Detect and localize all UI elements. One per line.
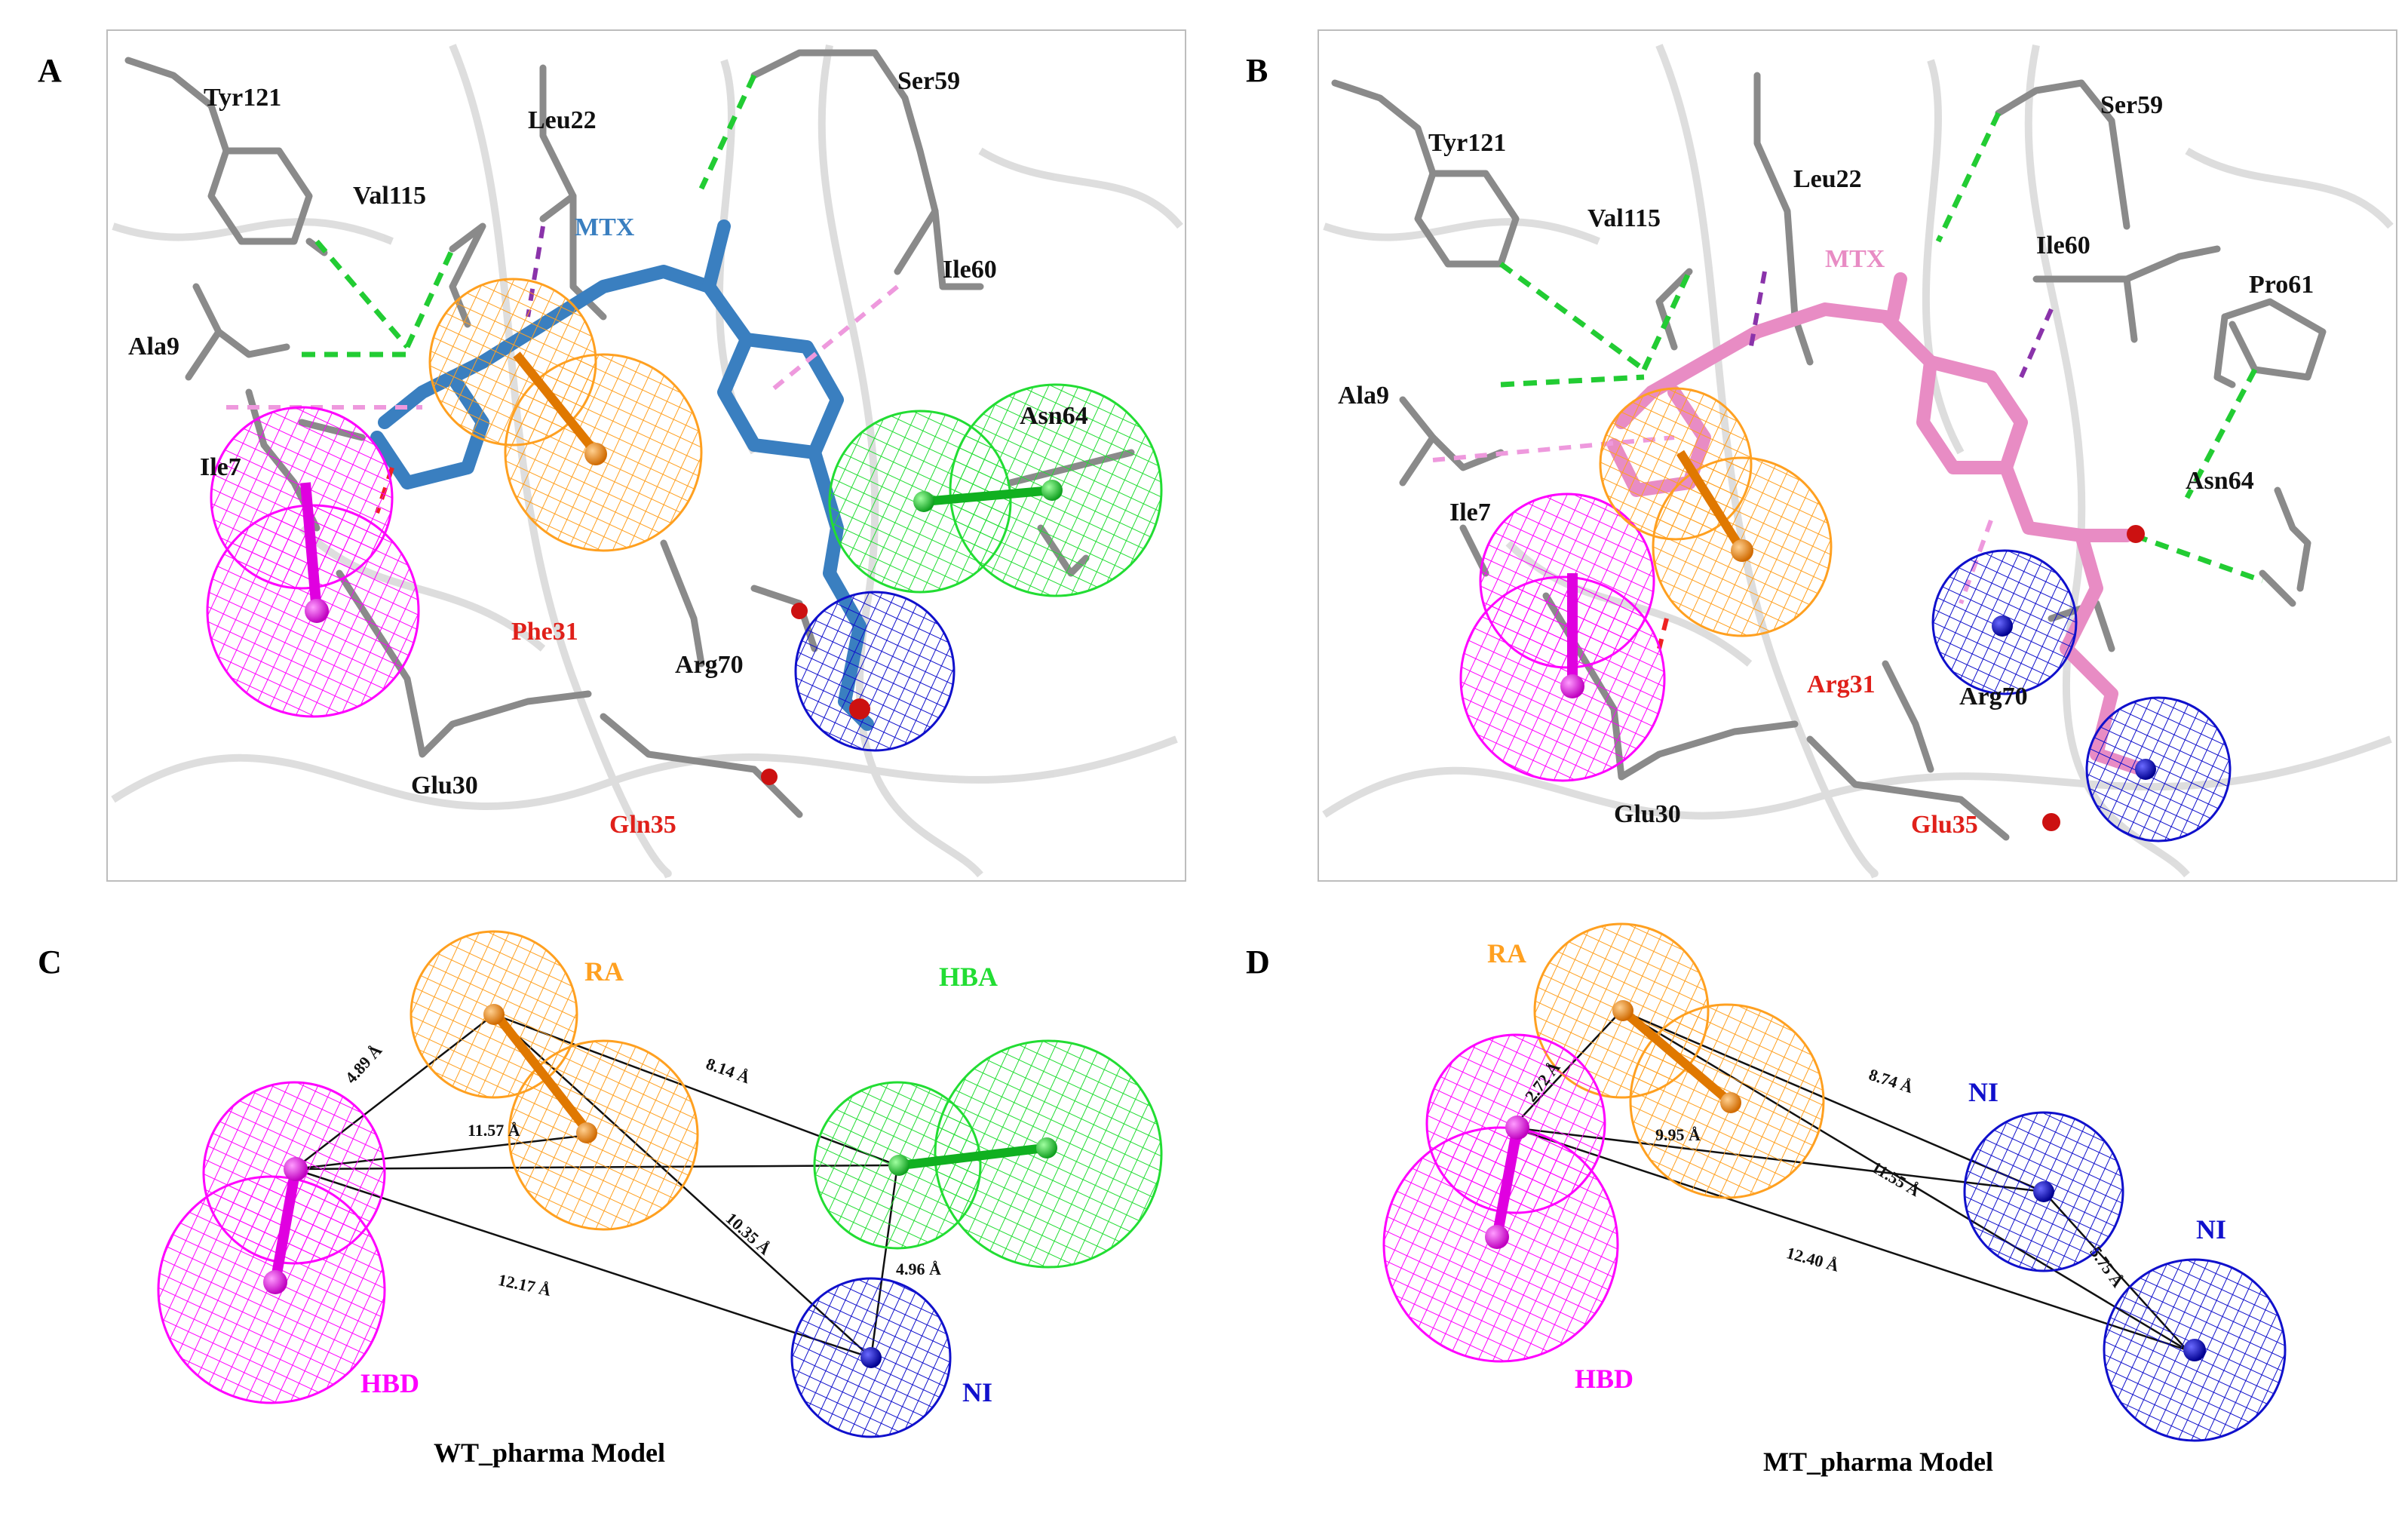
label-tyr121-a: Tyr121 (204, 84, 281, 112)
label-ser59-b: Ser59 (2100, 91, 2163, 119)
hbd-vector-d (1492, 1126, 1523, 1238)
distance-c-3: 11.57 Å (468, 1121, 520, 1140)
label-ile60-a: Ile60 (943, 256, 997, 284)
ni-sphere-b-2 (2085, 696, 2232, 842)
distance-c-4: 10.35 Å (722, 1208, 775, 1258)
hba-center-a-1 (913, 491, 934, 512)
feature-ni-d-2: NI (2196, 1214, 2226, 1244)
label-glu35-b: Glu35 (1911, 811, 1978, 839)
label-glu30-a: Glu30 (411, 772, 478, 799)
distance-c-5: 4.96 Å (896, 1260, 941, 1278)
distance-d-2: 8.74 Å (1867, 1065, 1916, 1097)
hbd-center-c-2 (263, 1270, 287, 1294)
hbd-center-c-1 (284, 1157, 308, 1181)
distance-c-1: 4.89 Å (342, 1041, 386, 1087)
ra-center-c-1 (483, 1004, 505, 1025)
label-ile60-b: Ile60 (2036, 232, 2091, 259)
distance-d-5: 12.40 Å (1784, 1243, 1841, 1275)
label-ligand-a: MTX (575, 213, 635, 241)
oxygen-atom-a-3 (761, 769, 778, 785)
ni-center-d-1 (2033, 1181, 2054, 1202)
hbd-center-b (1560, 674, 1584, 698)
ra-vector-a (513, 351, 600, 456)
panel-a: A (38, 29, 1186, 882)
hbd-center-d-1 (1505, 1116, 1529, 1140)
ni-center-b-1 (1992, 615, 2013, 637)
feature-hbd-d: HBD (1575, 1364, 1633, 1394)
ra-center-d-2 (1720, 1092, 1741, 1113)
label-arg70-a: Arg70 (675, 651, 744, 679)
label-leu22-a: Leu22 (528, 106, 597, 134)
panel-b-label: B (1246, 52, 1268, 89)
ra-vector-d (1620, 1007, 1734, 1106)
distance-d-3: 9.95 Å (1655, 1125, 1701, 1144)
label-ala9-a: Ala9 (128, 333, 179, 361)
label-ser59-a: Ser59 (897, 67, 960, 95)
label-phe31-a: Phe31 (511, 618, 578, 646)
hba-vector-a (923, 486, 1053, 506)
label-arg70-b: Arg70 (1959, 683, 2028, 710)
label-glu30-b: Glu30 (1614, 800, 1681, 828)
label-ile7-a: Ile7 (200, 453, 241, 481)
model-title-d: MT_pharma Model (1763, 1447, 1993, 1477)
hba-center-c-1 (888, 1155, 910, 1176)
hbonds-a (302, 74, 757, 358)
distance-d-6: 5.75 Å (2086, 1243, 2127, 1290)
oxygen-atom-a-2 (791, 603, 808, 619)
label-asn64-a: Asn64 (1020, 402, 1088, 430)
distance-d-4: 11.55 Å (1869, 1158, 1924, 1201)
feature-hba-c: HBA (939, 962, 998, 992)
label-gln35-a: Gln35 (609, 811, 676, 839)
label-ala9-b: Ala9 (1338, 382, 1389, 410)
ra-center-a (584, 443, 607, 465)
panel-d-label: D (1246, 944, 1270, 981)
label-leu22-b: Leu22 (1793, 165, 1862, 193)
label-val115-b: Val115 (1587, 204, 1661, 232)
distance-c-2: 8.14 Å (704, 1054, 753, 1087)
feature-ni-c: NI (962, 1377, 992, 1407)
label-tyr121-b: Tyr121 (1428, 129, 1506, 157)
hba-center-a-2 (1041, 480, 1063, 501)
ni-center-b-2 (2135, 759, 2156, 780)
label-val115-a: Val115 (353, 182, 426, 210)
ra-center-c-2 (576, 1122, 597, 1143)
label-asn64-b: Asn64 (2186, 467, 2254, 495)
ra-vector-c (492, 1011, 590, 1133)
feature-ra-c: RA (584, 956, 624, 987)
label-ile7-b: Ile7 (1449, 499, 1491, 526)
panel-b: B (1246, 29, 2397, 882)
hbd-sphere-b-2 (1459, 575, 1666, 782)
panel-c-label: C (38, 944, 62, 981)
panel-a-label: A (38, 52, 62, 89)
ni-center-d-2 (2183, 1339, 2206, 1361)
hbd-center-a (305, 599, 329, 623)
oxygen-atom-b-2 (2042, 813, 2060, 831)
model-title-c: WT_pharma Model (434, 1438, 665, 1468)
ra-vector-b (1676, 450, 1747, 554)
ra-center-d-1 (1612, 1000, 1633, 1021)
oxygen-atom-b (2127, 525, 2145, 543)
distance-c-6: 12.17 Å (496, 1270, 553, 1300)
oxygen-atom-a (849, 698, 870, 720)
ni-center-c (860, 1347, 882, 1368)
ra-center-b (1731, 539, 1753, 562)
hbd-vector-a (300, 482, 322, 612)
hba-center-c-2 (1036, 1137, 1057, 1159)
panel-c: C RA HBA HBD NI 4.89 Å 8.14 (38, 930, 1163, 1468)
feature-hbd-c: HBD (360, 1368, 419, 1398)
hba-vector-c (900, 1143, 1045, 1170)
label-ligand-b: MTX (1825, 245, 1885, 273)
feature-ra-d: RA (1487, 938, 1526, 968)
hbonds-b (1498, 112, 2264, 584)
feature-ni-d-1: NI (1968, 1077, 1998, 1107)
hbd-vector-c (270, 1168, 301, 1284)
hbd-center-d-2 (1485, 1225, 1509, 1249)
label-pro61-b: Pro61 (2249, 271, 2314, 299)
ni-sphere-a (794, 591, 956, 752)
panel-d: D RA NI NI HBD 2.72 Å 8.74 Å 9.95 Å 11.5… (1246, 922, 2287, 1477)
label-arg31-b: Arg31 (1807, 671, 1876, 698)
